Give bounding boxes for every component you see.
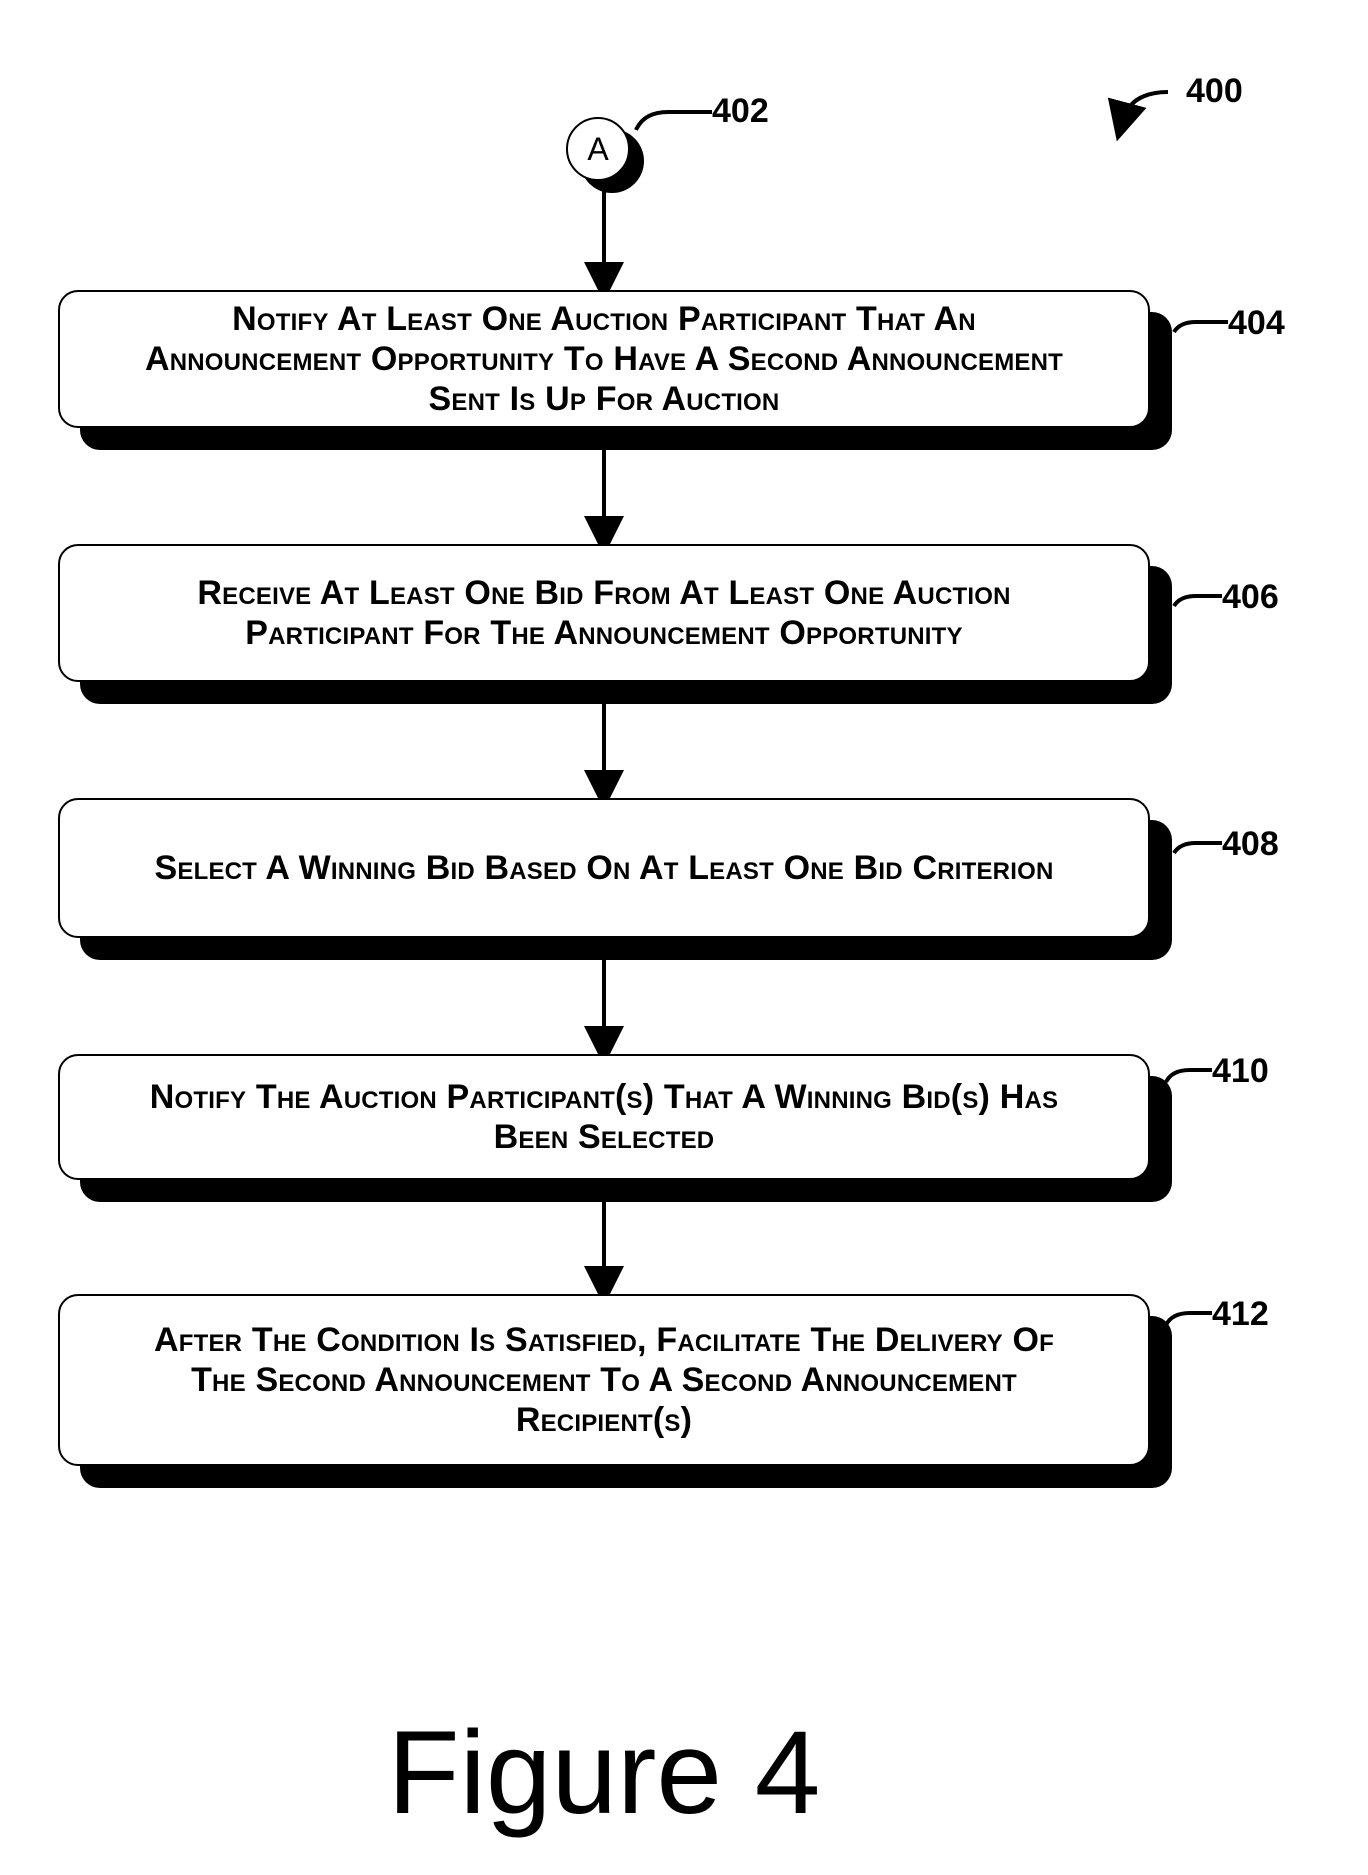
ref-leader-404	[1174, 322, 1228, 332]
ref-leader-408	[1174, 843, 1222, 853]
figure-ref-leader	[1122, 92, 1168, 122]
step-text-410: Notify The Auction Participant(s) That A…	[150, 1077, 1058, 1157]
step-line: Announcement Opportunity To Have A Secon…	[145, 339, 1063, 379]
step-box-410: Notify The Auction Participant(s) That A…	[58, 1054, 1150, 1180]
off-page-connector: A	[566, 117, 630, 181]
ref-leader-406	[1174, 596, 1222, 606]
step-line: Receive At Least One Bid From At Least O…	[197, 573, 1010, 613]
step-line: Sent Is Up For Auction	[145, 379, 1063, 419]
step-box-408: Select A Winning Bid Based On At Least O…	[58, 798, 1150, 938]
step-ref-410: 410	[1212, 1052, 1269, 1091]
step-ref-408: 408	[1222, 825, 1279, 864]
step-line: The Second Announcement To A Second Anno…	[154, 1360, 1054, 1400]
step-line: Been Selected	[150, 1117, 1058, 1157]
step-box-404: Notify At Least One Auction Participant …	[58, 290, 1150, 428]
step-line: Select A Winning Bid Based On At Least O…	[155, 848, 1054, 888]
step-line: After The Condition Is Satisfied, Facili…	[154, 1320, 1054, 1360]
figure-caption: Figure 4	[0, 1705, 1208, 1841]
step-ref-406: 406	[1222, 578, 1279, 617]
step-text-412: After The Condition Is Satisfied, Facili…	[154, 1320, 1054, 1440]
step-line: Participant For The Announcement Opportu…	[197, 613, 1010, 653]
connector-ref-leader	[636, 112, 712, 130]
step-text-406: Receive At Least One Bid From At Least O…	[197, 573, 1010, 653]
step-line: Notify At Least One Auction Participant …	[145, 299, 1063, 339]
step-text-404: Notify At Least One Auction Participant …	[145, 299, 1063, 419]
step-ref-412: 412	[1212, 1295, 1269, 1334]
step-line: Recipient(s)	[154, 1400, 1054, 1440]
step-box-406: Receive At Least One Bid From At Least O…	[58, 544, 1150, 682]
step-line: Notify The Auction Participant(s) That A…	[150, 1077, 1058, 1117]
ref-leader-410	[1166, 1070, 1212, 1082]
step-box-412: After The Condition Is Satisfied, Facili…	[58, 1294, 1150, 1466]
step-text-408: Select A Winning Bid Based On At Least O…	[155, 848, 1054, 888]
connector-ref-label: 402	[712, 92, 769, 131]
ref-leader-412	[1166, 1313, 1212, 1325]
figure-ref-label: 400	[1186, 72, 1243, 111]
step-ref-404: 404	[1228, 304, 1285, 343]
